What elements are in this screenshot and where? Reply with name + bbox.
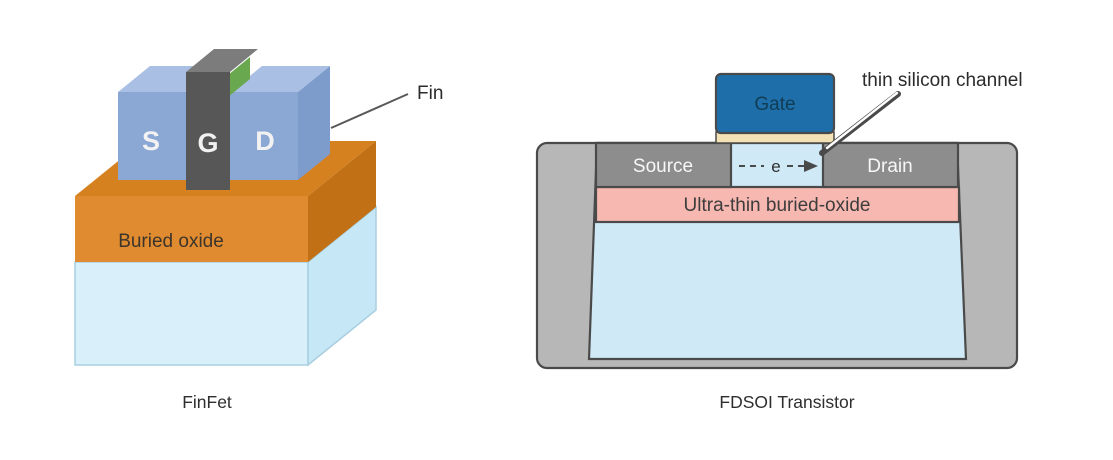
finfet-figure: S G D Buried oxide Fin FinFet <box>74 49 443 412</box>
finfet-fin-pointer <box>330 93 409 129</box>
fdsoi-source-label: Source <box>633 156 693 177</box>
finfet-oxide-front <box>75 196 308 262</box>
finfet-buried-oxide-label: Buried oxide <box>118 231 224 252</box>
finfet-caption: FinFet <box>182 392 232 412</box>
fdsoi-gate-label: Gate <box>754 94 795 115</box>
finfet-gate-front <box>186 72 230 190</box>
finfet-drain-label: D <box>255 126 275 156</box>
fdsoi-figure: e Gate Source Drain Ultra-thin buried-ox… <box>535 70 1023 412</box>
finfet-gate-label: G <box>197 128 218 158</box>
fdsoi-gate-block <box>714 72 836 135</box>
finfet-source-label: S <box>142 126 160 156</box>
fdsoi-drain-label: Drain <box>867 156 912 177</box>
fdsoi-electron-arrowhead <box>804 160 818 172</box>
fdsoi-buried-oxide <box>594 185 961 224</box>
fdsoi-caption: FDSOI Transistor <box>719 392 854 412</box>
finfet-drain-top <box>230 66 330 92</box>
finfet-fin-segment <box>228 57 250 97</box>
fdsoi-buried-oxide-label: Ultra-thin buried-oxide <box>684 195 871 216</box>
finfet-substrate-side <box>307 205 377 367</box>
finfet-drain-side <box>298 66 330 180</box>
fdsoi-electron-label: e <box>771 157 780 176</box>
fdsoi-source-block <box>594 141 733 189</box>
finfet-source-front <box>118 92 186 180</box>
finfet-drain-front <box>230 92 298 180</box>
fdsoi-annotation-pointer <box>825 91 899 150</box>
finfet-gate-top <box>186 49 258 72</box>
fdsoi-drain-block <box>821 141 960 189</box>
finfet-substrate-front <box>74 261 309 366</box>
finfet-oxide-side <box>308 141 376 262</box>
finfet-fin-label: Fin <box>417 83 443 104</box>
fdsoi-annotation-label: thin silicon channel <box>862 70 1023 91</box>
